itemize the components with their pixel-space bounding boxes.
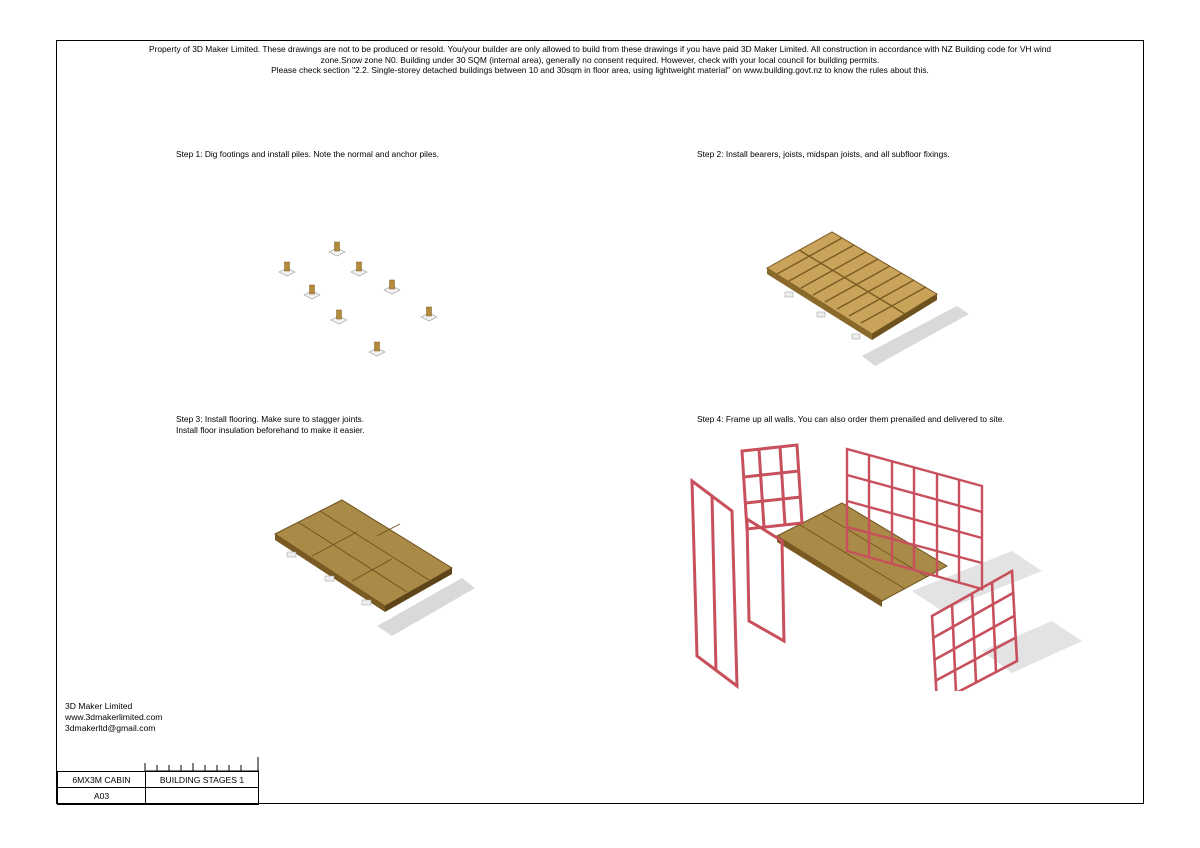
pile (368, 341, 386, 357)
sheet-title-cell: BUILDING STAGES 1 (145, 771, 259, 788)
company-name: 3D Maker Limited (65, 701, 133, 711)
step-2-label: Step 2: Install bearers, joists, midspan… (697, 149, 950, 159)
pile (330, 309, 348, 325)
drawing-sheet: Property of 3D Maker Limited. These draw… (56, 40, 1144, 805)
pile (420, 306, 438, 322)
flooring-illustration (274, 499, 475, 636)
pile (328, 241, 346, 257)
pile (303, 284, 321, 300)
end-wall-frame (930, 568, 1019, 691)
company-email: 3dmakerltd@gmail.com (65, 723, 156, 733)
step-4-label: Step 4: Frame up all walls. You can also… (697, 414, 1005, 424)
subfloor-frame-illustration (766, 231, 969, 366)
project-name-cell: 6MX3M CABIN (57, 771, 146, 788)
divider (259, 803, 305, 804)
company-info: 3D Maker Limited www.3dmakerlimited.com … (65, 701, 162, 734)
step-1-label: Step 1: Dig footings and install piles. … (176, 149, 440, 159)
pile (350, 261, 368, 277)
back-wall-frame (740, 443, 804, 531)
wall-framing-illustration (690, 443, 1082, 691)
scale-ruler (144, 757, 259, 771)
copyright-notice: Property of 3D Maker Limited. These draw… (57, 44, 1143, 76)
notice-line-3: Please check section "2.2. Single-storey… (271, 65, 929, 76)
side-wall-frame (845, 447, 984, 591)
pile (278, 261, 296, 277)
notice-line-1: Property of 3D Maker Limited. These draw… (148, 44, 1052, 54)
empty-cell (145, 787, 259, 805)
title-block: 6MX3M CABIN BUILDING STAGES 1 A03 (57, 753, 259, 805)
company-website: www.3dmakerlimited.com (65, 712, 163, 722)
front-wall-frame (690, 477, 786, 690)
sheet-number-cell: A03 (57, 787, 146, 805)
step-3-label: Step 3: Install flooring. Make sure to s… (176, 414, 365, 435)
piles-illustration (278, 241, 438, 357)
notice-line-2: zone.Snow zone N0. Building under 30 SQM… (320, 54, 880, 65)
pile (383, 279, 401, 295)
